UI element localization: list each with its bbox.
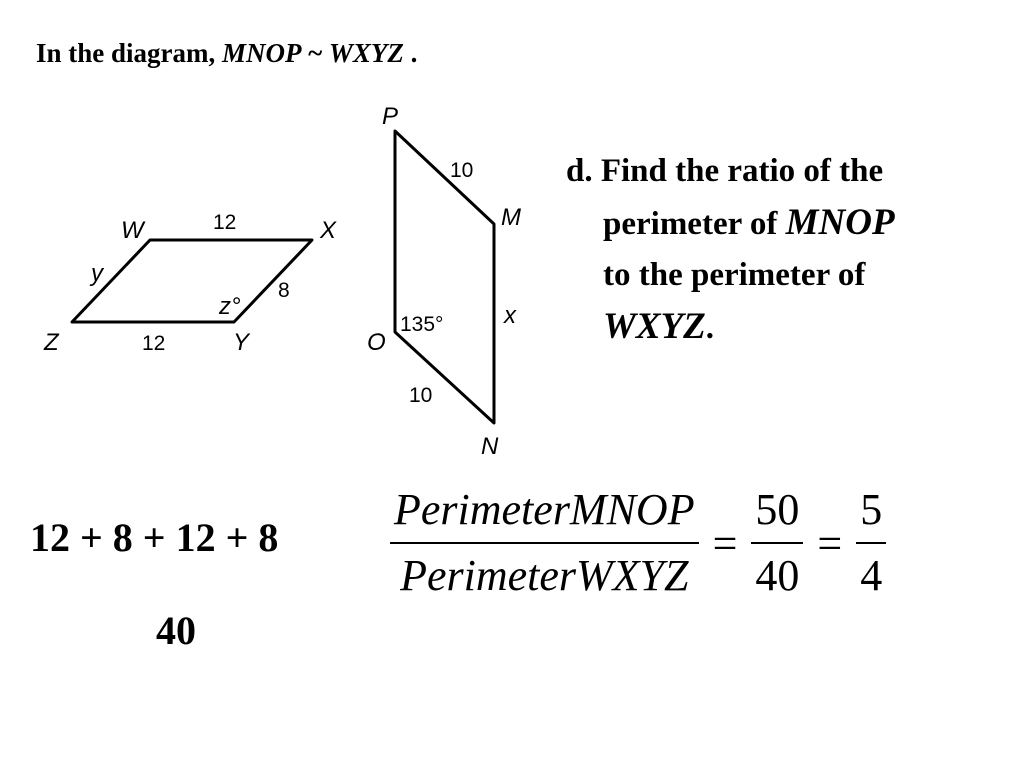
equals-sign: =	[817, 518, 843, 568]
perimeter-sum: 12 + 8 + 12 + 8	[30, 515, 279, 560]
side-label-xy: 8	[278, 279, 290, 302]
page-heading: In the diagram, MNOP ~ WXYZ .	[36, 38, 417, 69]
simplified-denominator: 4	[860, 551, 883, 600]
vertex-label-o: O	[367, 329, 386, 356]
question-line-4-end: .	[705, 310, 715, 346]
question-mnop: MNOP	[785, 202, 895, 243]
question-d: d. Find the ratio of the perimeter of MN…	[566, 146, 1006, 354]
ratio-equation: PerimeterMNOP PerimeterWXYZ = 50 40 = 5 …	[390, 482, 887, 604]
angle-label-o: 135°	[400, 313, 443, 336]
heading-similarity-expression: MNOP ~ WXYZ	[222, 38, 404, 68]
side-label-wz: y	[89, 260, 105, 287]
side-label-mn: x	[503, 302, 517, 329]
question-line-2: perimeter of MNOP	[566, 197, 1006, 250]
fraction-bar	[856, 542, 887, 544]
side-label-pm: 10	[450, 159, 473, 182]
value-denominator: 40	[755, 551, 800, 600]
equals-sign: =	[712, 518, 738, 568]
perimeter-mnop-numerator: PerimeterMNOP	[394, 485, 695, 534]
question-line-4: WXYZ.	[566, 301, 1006, 354]
perimeter-ratio-fraction: PerimeterMNOP PerimeterWXYZ	[390, 482, 699, 604]
angle-label-y: z°	[218, 293, 241, 320]
value-numerator: 50	[755, 485, 800, 534]
vertex-label-x: X	[319, 217, 337, 244]
perimeter-total: 40	[156, 608, 196, 653]
vertex-label-n: N	[481, 433, 499, 460]
value-fraction: 50 40	[751, 482, 804, 604]
wxyz-parallelogram	[70, 238, 314, 324]
fraction-bar	[751, 542, 804, 544]
heading-suffix: .	[403, 38, 418, 68]
mnop-parallelogram	[393, 129, 496, 425]
question-line-3: to the perimeter of	[603, 257, 866, 293]
simplified-fraction: 5 4	[856, 482, 887, 604]
perimeter-wxyz-denominator: PerimeterWXYZ	[400, 551, 689, 600]
question-line-2-text: perimeter of	[603, 206, 786, 242]
fraction-bar	[390, 542, 699, 544]
question-wxyz: WXYZ	[603, 306, 706, 347]
vertex-label-z: Z	[43, 329, 60, 356]
vertex-label-m: M	[501, 204, 521, 231]
side-label-on: 10	[409, 384, 432, 407]
vertex-label-y: Y	[233, 329, 251, 356]
side-label-wx: 12	[213, 211, 236, 234]
question-line-1: d. Find the ratio of the	[566, 153, 884, 189]
simplified-numerator: 5	[860, 485, 883, 534]
vertex-label-p: P	[382, 103, 398, 130]
side-label-zy: 12	[142, 332, 165, 355]
heading-prefix: In the diagram,	[36, 38, 223, 68]
vertex-label-w: W	[121, 217, 146, 244]
